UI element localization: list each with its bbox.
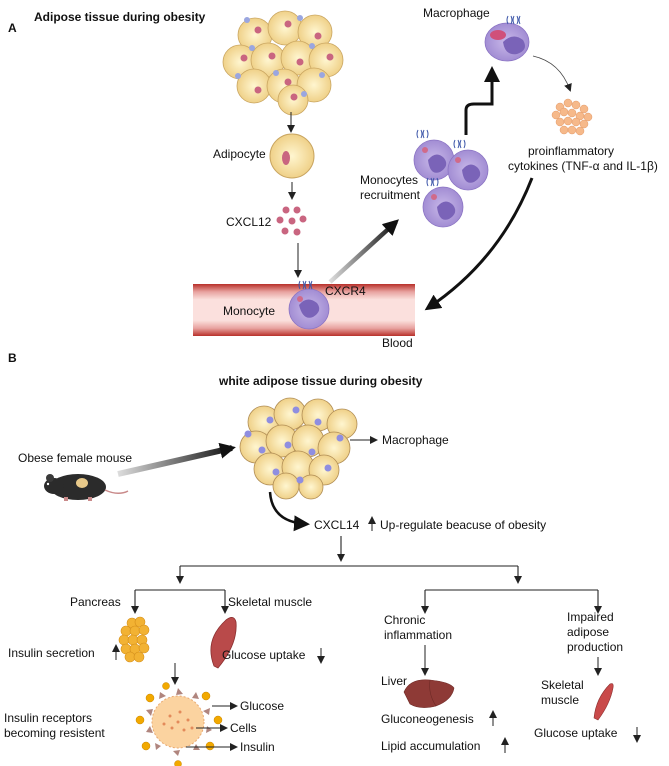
adipocyte-icon (269, 133, 315, 179)
cytokines-label-line2: cytokines (TNF-α and IL-1β) (508, 159, 658, 173)
obese-mouse-icon (44, 474, 129, 501)
gluconeogenesis-label: Gluconeogenesis (381, 712, 474, 726)
insulin-resistant-cell-icon (135, 682, 223, 766)
liver-icon (403, 679, 455, 708)
panel-a-title: Adipose tissue during obesity (34, 10, 206, 24)
impaired-adipose-label-line3: production (567, 640, 623, 654)
arrow-to-macrophage (464, 66, 500, 135)
cxcr4-label: CXCR4 (325, 284, 366, 298)
impaired-adipose-label-line1: Impaired (567, 610, 614, 624)
arrow-tissue-to-cxcl14 (268, 491, 310, 532)
blood-label: Blood (382, 336, 413, 350)
arrow-recruitment (328, 219, 399, 284)
chronic-inflammation-label-line1: Chronic (384, 613, 425, 627)
cxcl14-label: CXCL14 (314, 518, 360, 532)
monocyte-cell-icon (288, 280, 330, 330)
arrow-cytokines-to-vessel (424, 177, 534, 311)
skeletal-muscle-icon (210, 617, 237, 669)
monocytes-recruitment-label-line1: Monocytes (360, 173, 418, 187)
cells-label: Cells (230, 721, 257, 735)
impaired-adipose-label-line2: adipose (567, 625, 609, 639)
recruited-monocytes-icon (413, 129, 489, 228)
upregulate-label: Up-regulate beacuse of obesity (380, 518, 546, 532)
glucose-uptake-2-label: Glucose uptake (534, 726, 618, 740)
branch-tree (131, 536, 602, 614)
skeletal-muscle-2-label-line1: Skeletal (541, 678, 584, 692)
adipocyte-label: Adipocyte (213, 147, 266, 161)
liver-label: Liver (381, 674, 407, 688)
monocyte-label: Monocyte (223, 304, 275, 318)
arrow-to-cytokines (532, 55, 572, 92)
lipid-accumulation-label: Lipid accumulation (381, 739, 480, 753)
white-adipose-tissue-icon (239, 397, 358, 500)
skeletal-muscle-2-icon (593, 683, 614, 721)
glucose-label: Glucose (240, 699, 284, 713)
cxcl12-label: CXCL12 (226, 215, 272, 229)
macrophage-icon (484, 15, 530, 62)
monocytes-recruitment-label-line2: recruitment (360, 188, 421, 202)
cxcl12-chemokine-icon (276, 206, 307, 236)
insulin-receptors-label-line1: Insulin receptors (4, 711, 92, 725)
panel-b-title: white adipose tissue during obesity (218, 374, 423, 388)
insulin-label: Insulin (240, 740, 275, 754)
adipose-tissue-cluster-icon (222, 10, 344, 116)
cytokines-label-line1: proinflammatory (528, 144, 614, 158)
skeletal-muscle-2-label-line2: muscle (541, 693, 579, 707)
macrophage-label-b: Macrophage (382, 433, 449, 447)
macrophage-label-a: Macrophage (423, 6, 490, 20)
arrow-mouse-to-tissue (117, 442, 236, 477)
insulin-receptors-label-line2: becoming resistent (4, 726, 105, 740)
insulin-secretion-label: Insulin secretion (8, 646, 95, 660)
skeletal-muscle-label: Skeletal muscle (228, 595, 312, 609)
pancreas-label: Pancreas (70, 595, 121, 609)
chronic-inflammation-label-line2: inflammation (384, 628, 452, 642)
panel-a-letter: A (8, 21, 17, 35)
glucose-uptake-label: Glucose uptake (222, 648, 306, 662)
cytokines-cluster-icon (551, 98, 593, 136)
pancreas-icon (118, 616, 150, 663)
obese-mouse-label: Obese female mouse (18, 451, 132, 465)
panel-b-letter: B (8, 351, 17, 365)
